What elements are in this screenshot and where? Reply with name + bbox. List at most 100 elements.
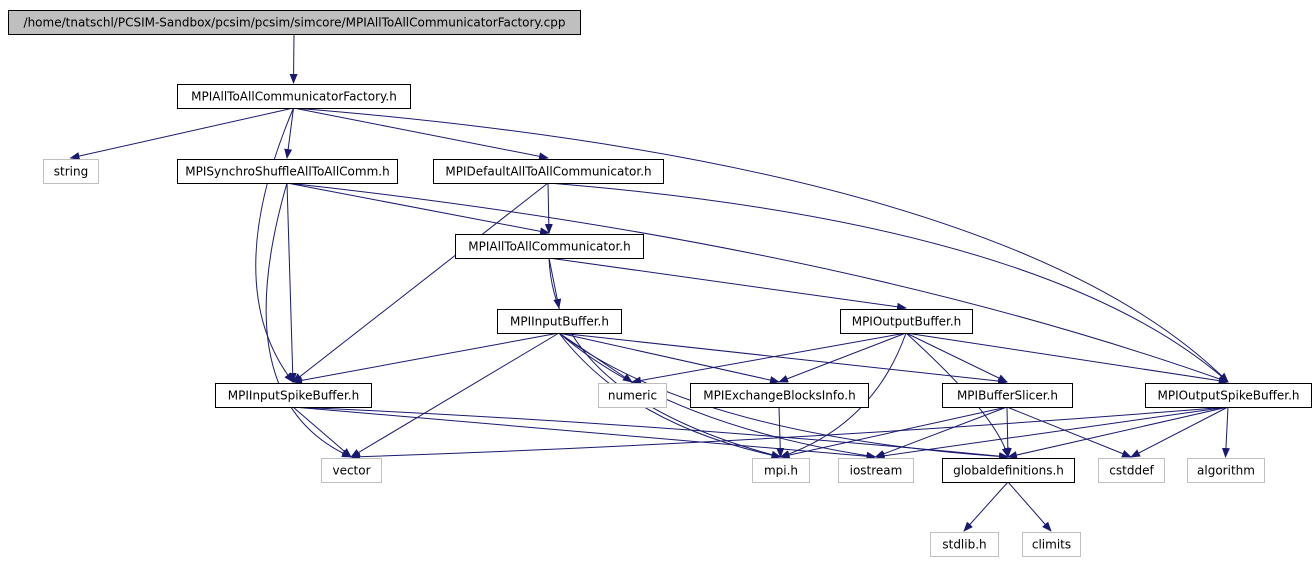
node-label: MPIExchangeBlocksInfo.h bbox=[703, 389, 855, 403]
node-climits: climits bbox=[1022, 532, 1081, 557]
node-iostream: iostream bbox=[838, 458, 914, 483]
edge-default_comm-to-all_to_all bbox=[544, 182, 553, 234]
node-box bbox=[177, 84, 411, 109]
node-label: MPIOutputBuffer.h bbox=[852, 315, 962, 329]
node-label: MPIOutputSpikeBuffer.h bbox=[1157, 389, 1299, 403]
node-output-buffer[interactable]: MPIOutputBuffer.h bbox=[840, 309, 973, 334]
node-globaldefinitions[interactable]: globaldefinitions.h bbox=[942, 458, 1075, 483]
node-numeric: numeric bbox=[598, 383, 667, 408]
node-box bbox=[497, 309, 622, 334]
node-input-spike-buffer[interactable]: MPIInputSpikeBuffer.h bbox=[215, 383, 372, 408]
edge-factory_h-to-synchro_shuffle bbox=[284, 107, 294, 159]
edge-exchange_blocks-to-mpi bbox=[776, 406, 785, 458]
node-all-to-all[interactable]: MPIAllToAllCommunicator.h bbox=[455, 234, 644, 259]
node-box bbox=[1145, 383, 1312, 408]
node-box bbox=[321, 458, 382, 483]
node-box bbox=[43, 159, 99, 184]
node-label: algorithm bbox=[1197, 464, 1255, 478]
edge-all_to_all-to-mpi bbox=[548, 257, 782, 459]
edge-globaldefinitions-to-climits bbox=[1007, 481, 1052, 532]
edge-input_spike_buffer-to-globaldefinitions bbox=[292, 406, 1009, 461]
edge-output_spike_buffer-to-vector bbox=[350, 406, 1229, 461]
edge-input_buffer-to-mpi bbox=[558, 332, 782, 460]
node-label: globaldefinitions.h bbox=[953, 464, 1064, 478]
node-label: string bbox=[54, 165, 88, 179]
edge-output_spike_buffer-to-globaldefinitions bbox=[1007, 406, 1229, 459]
node-box bbox=[942, 383, 1073, 408]
edge-output_spike_buffer-to-algorithm bbox=[1221, 406, 1230, 458]
edge-default_comm-to-input_spike_buffer bbox=[292, 182, 549, 383]
edge-synchro_shuffle-to-output_spike_buffer bbox=[286, 182, 1229, 383]
node-box bbox=[8, 10, 581, 35]
node-label: MPIDefaultAllToAllCommunicator.h bbox=[445, 165, 651, 179]
node-mpi: mpi.h bbox=[752, 458, 810, 483]
node-label: MPIInputSpikeBuffer.h bbox=[228, 389, 359, 403]
edge-factory_h-to-input_spike_buffer bbox=[255, 107, 294, 383]
node-label: stdlib.h bbox=[942, 538, 986, 552]
edge-all_to_all-to-output_buffer bbox=[548, 257, 907, 311]
edge-input_spike_buffer-to-iostream bbox=[292, 406, 877, 461]
node-box bbox=[1187, 458, 1265, 483]
node-label: cstddef bbox=[1109, 464, 1154, 478]
node-label: MPIAllToAllCommunicator.h bbox=[468, 240, 630, 254]
node-label: mpi.h bbox=[764, 464, 798, 478]
node-root[interactable]: /home/tnatschl/PCSIM-Sandbox/pcsim/pcsim… bbox=[8, 10, 581, 35]
node-box bbox=[942, 458, 1075, 483]
node-vector: vector bbox=[321, 458, 382, 483]
edge-all_to_all-to-input_buffer bbox=[548, 257, 562, 309]
node-stdlib: stdlib.h bbox=[930, 532, 999, 557]
node-label: numeric bbox=[608, 389, 657, 403]
node-input-buffer[interactable]: MPIInputBuffer.h bbox=[497, 309, 622, 334]
node-box bbox=[1022, 532, 1081, 557]
node-box bbox=[1098, 458, 1165, 483]
edge-buffer_slicer-to-cstddef bbox=[1006, 406, 1132, 458]
edge-output_spike_buffer-to-iostream bbox=[874, 406, 1229, 460]
node-box bbox=[690, 383, 869, 408]
node-buffer-slicer[interactable]: MPIBufferSlicer.h bbox=[942, 383, 1073, 408]
edge-synchro_shuffle-to-all_to_all bbox=[286, 182, 550, 236]
node-factory-h[interactable]: MPIAllToAllCommunicatorFactory.h bbox=[177, 84, 411, 109]
edge-root-to-factory_h bbox=[289, 33, 298, 84]
edge-input_buffer-to-input_spike_buffer bbox=[292, 332, 560, 385]
node-box bbox=[215, 383, 372, 408]
node-box bbox=[752, 458, 810, 483]
node-algorithm: algorithm bbox=[1187, 458, 1265, 483]
node-exchange-blocks[interactable]: MPIExchangeBlocksInfo.h bbox=[690, 383, 869, 408]
node-cstddef: cstddef bbox=[1098, 458, 1165, 483]
node-label: iostream bbox=[850, 464, 903, 478]
node-box bbox=[177, 159, 398, 184]
node-box bbox=[838, 458, 914, 483]
edge-synchro_shuffle-to-vector bbox=[265, 182, 352, 458]
node-box bbox=[455, 234, 644, 259]
edge-input_buffer-to-exchange_blocks bbox=[558, 332, 780, 384]
edge-input_buffer-to-vector bbox=[350, 332, 560, 458]
edge-output_buffer-to-exchange_blocks bbox=[778, 332, 907, 383]
edge-factory_h-to-default_comm bbox=[293, 107, 549, 161]
node-label: MPIBufferSlicer.h bbox=[957, 389, 1058, 403]
node-label: vector bbox=[332, 464, 370, 478]
edge-output_spike_buffer-to-cstddef bbox=[1130, 406, 1229, 458]
edge-factory_h-to-output_spike_buffer bbox=[293, 107, 1229, 383]
node-label: MPIInputBuffer.h bbox=[510, 315, 609, 329]
node-box bbox=[598, 383, 667, 408]
node-synchro-shuffle[interactable]: MPISynchroShuffleAllToAllComm.h bbox=[177, 159, 398, 184]
edge-output_buffer-to-mpi bbox=[779, 332, 907, 458]
edge-buffer_slicer-to-mpi bbox=[779, 406, 1008, 459]
node-output-spike-buffer[interactable]: MPIOutputSpikeBuffer.h bbox=[1145, 383, 1312, 408]
edge-input_spike_buffer-to-vector bbox=[292, 406, 352, 458]
edge-output_buffer-to-buffer_slicer bbox=[905, 332, 1008, 383]
node-string: string bbox=[43, 159, 99, 184]
edge-output_buffer-to-numeric bbox=[631, 332, 907, 385]
node-label: /home/tnatschl/PCSIM-Sandbox/pcsim/pcsim… bbox=[24, 16, 566, 30]
edge-input_buffer-to-buffer_slicer bbox=[558, 332, 1008, 385]
node-box bbox=[930, 532, 999, 557]
edge-default_comm-to-output_spike_buffer bbox=[547, 182, 1229, 383]
edge-factory_h-to-string bbox=[69, 107, 294, 160]
edge-output_buffer-to-output_spike_buffer bbox=[905, 332, 1229, 385]
node-box bbox=[840, 309, 973, 334]
node-default-comm[interactable]: MPIDefaultAllToAllCommunicator.h bbox=[433, 159, 664, 184]
edge-synchro_shuffle-to-input_spike_buffer bbox=[286, 182, 297, 383]
edge-buffer_slicer-to-globaldefinitions bbox=[1003, 406, 1012, 458]
edge-buffer_slicer-to-iostream bbox=[874, 406, 1008, 458]
